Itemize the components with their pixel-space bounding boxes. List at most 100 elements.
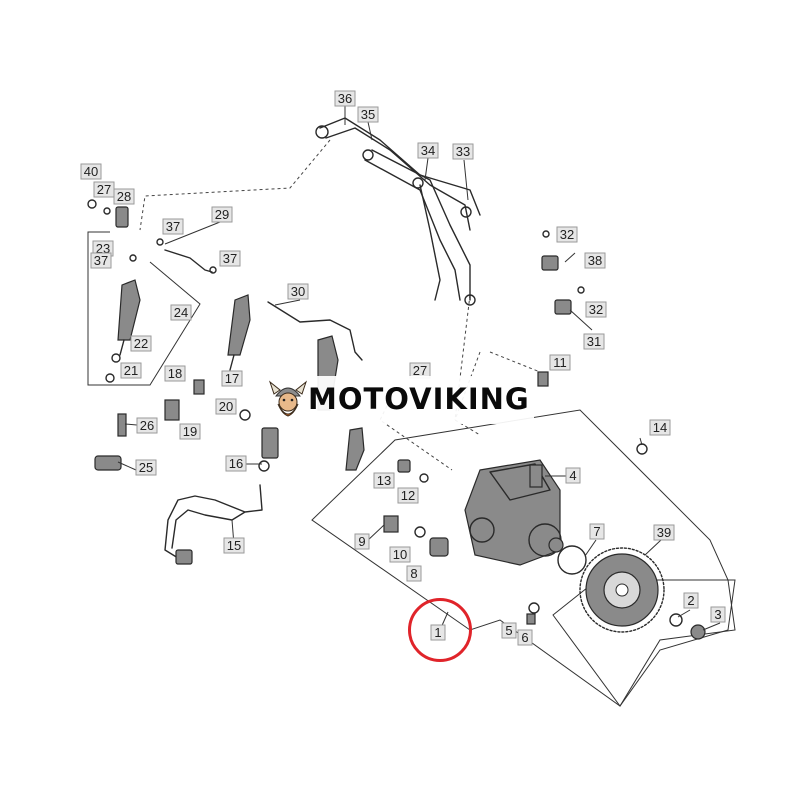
watermark-banner [262,376,534,424]
callout-number: 18 [168,366,182,381]
callout-box [80,163,102,180]
callout-number: 16 [229,456,243,471]
oring-10 [414,526,426,538]
callout-number: 40 [84,164,98,179]
return-line [164,249,213,273]
oring-12 [419,473,429,483]
callout-number: 26 [140,418,154,433]
callout-box [683,592,699,609]
fuel-injector-right [317,335,365,471]
callout-21: 21 [120,362,142,379]
bolt-6 [526,613,536,625]
callout-box [653,524,675,541]
callout-number: 28 [117,189,131,204]
callout-40: 40 [80,163,102,180]
callout-number: 24 [174,305,188,320]
callout-number: 39 [657,525,671,540]
callout-box [130,335,152,352]
washer-27 [103,207,111,215]
callout-22: 22 [130,335,152,352]
callout-25: 25 [135,459,157,476]
callout-box [287,283,309,300]
nut-14 [636,443,648,455]
callout-box [90,252,112,269]
callout-box [179,423,201,440]
callout-32a: 32 [556,226,578,243]
oring-16 [258,460,270,472]
callout-6: 6 [517,629,533,646]
brand-name: MOTOVIKING [308,382,530,416]
high-pressure-fuel-pump [464,459,564,566]
ring-22 [111,353,121,363]
callout-37a: 37 [162,218,184,235]
viking-head-icon [268,380,308,417]
callout-box [225,455,247,472]
callout-number: 32 [560,227,574,242]
callout-23: 23 [92,240,114,257]
callout-box [354,533,370,550]
callout-17: 17 [221,370,243,387]
callout-box [357,106,379,123]
screw-32-upper [542,230,550,238]
bolt-18 [193,379,205,395]
callout-15: 15 [223,537,245,554]
callout-27: 27 [93,181,115,198]
pressure-sensor-31 [554,299,572,315]
callout-14: 14 [649,419,671,436]
callout-box [549,354,571,371]
callout-8: 8 [406,565,422,582]
callout-box [211,206,233,223]
callout-number: 36 [338,91,352,106]
callout-20: 20 [215,398,237,415]
callout-30: 30 [287,283,309,300]
callout-box [221,370,243,387]
callout-12: 12 [397,487,419,504]
callout-number: 37 [94,253,108,268]
fuel-injector-middle [227,294,251,371]
callout-24: 24 [170,304,192,321]
callout-number: 6 [521,630,528,645]
callout-box [389,546,411,563]
callout-number: 10 [393,547,407,562]
callout-39: 39 [653,524,675,541]
callout-box [170,304,192,321]
callout-box [649,419,671,436]
callout-number: 9 [358,534,365,549]
callout-number: 8 [410,566,417,581]
callout-box [710,606,726,623]
screw-32-lower [577,286,585,294]
callout-number: 31 [587,334,601,349]
callout-number: 15 [227,538,241,553]
callout-number: 3 [714,607,721,622]
callout-box [215,398,237,415]
callout-number: 21 [124,363,138,378]
callout-32b: 32 [585,301,607,318]
callout-box [556,226,578,243]
callout-number: 38 [588,253,602,268]
callout-number: 19 [183,424,197,439]
washer-37-lower [209,266,217,274]
callout-number: 14 [653,420,667,435]
callout-2: 2 [683,592,699,609]
callout-box [585,301,607,318]
callout-number: 29 [215,207,229,222]
callout-number: 30 [291,284,305,299]
harness-connector [175,549,193,565]
nut-3 [690,624,706,640]
callout-box [136,417,158,434]
callout-10: 10 [389,546,411,563]
wiring-harness [164,484,263,559]
callout-16: 16 [225,455,247,472]
callout-box [565,467,581,484]
sensor-9 [383,515,399,533]
callout-28: 28 [113,188,135,205]
pressure-sensor-38 [541,255,559,271]
fuel-injector-left [117,279,141,356]
washer-2 [669,613,683,627]
callout-number: 27 [413,363,427,378]
callout-37c: 37 [219,250,241,267]
callout-box [120,362,142,379]
valve-8 [429,537,449,557]
sensor-housing-17 [261,427,279,459]
callout-box [223,537,245,554]
